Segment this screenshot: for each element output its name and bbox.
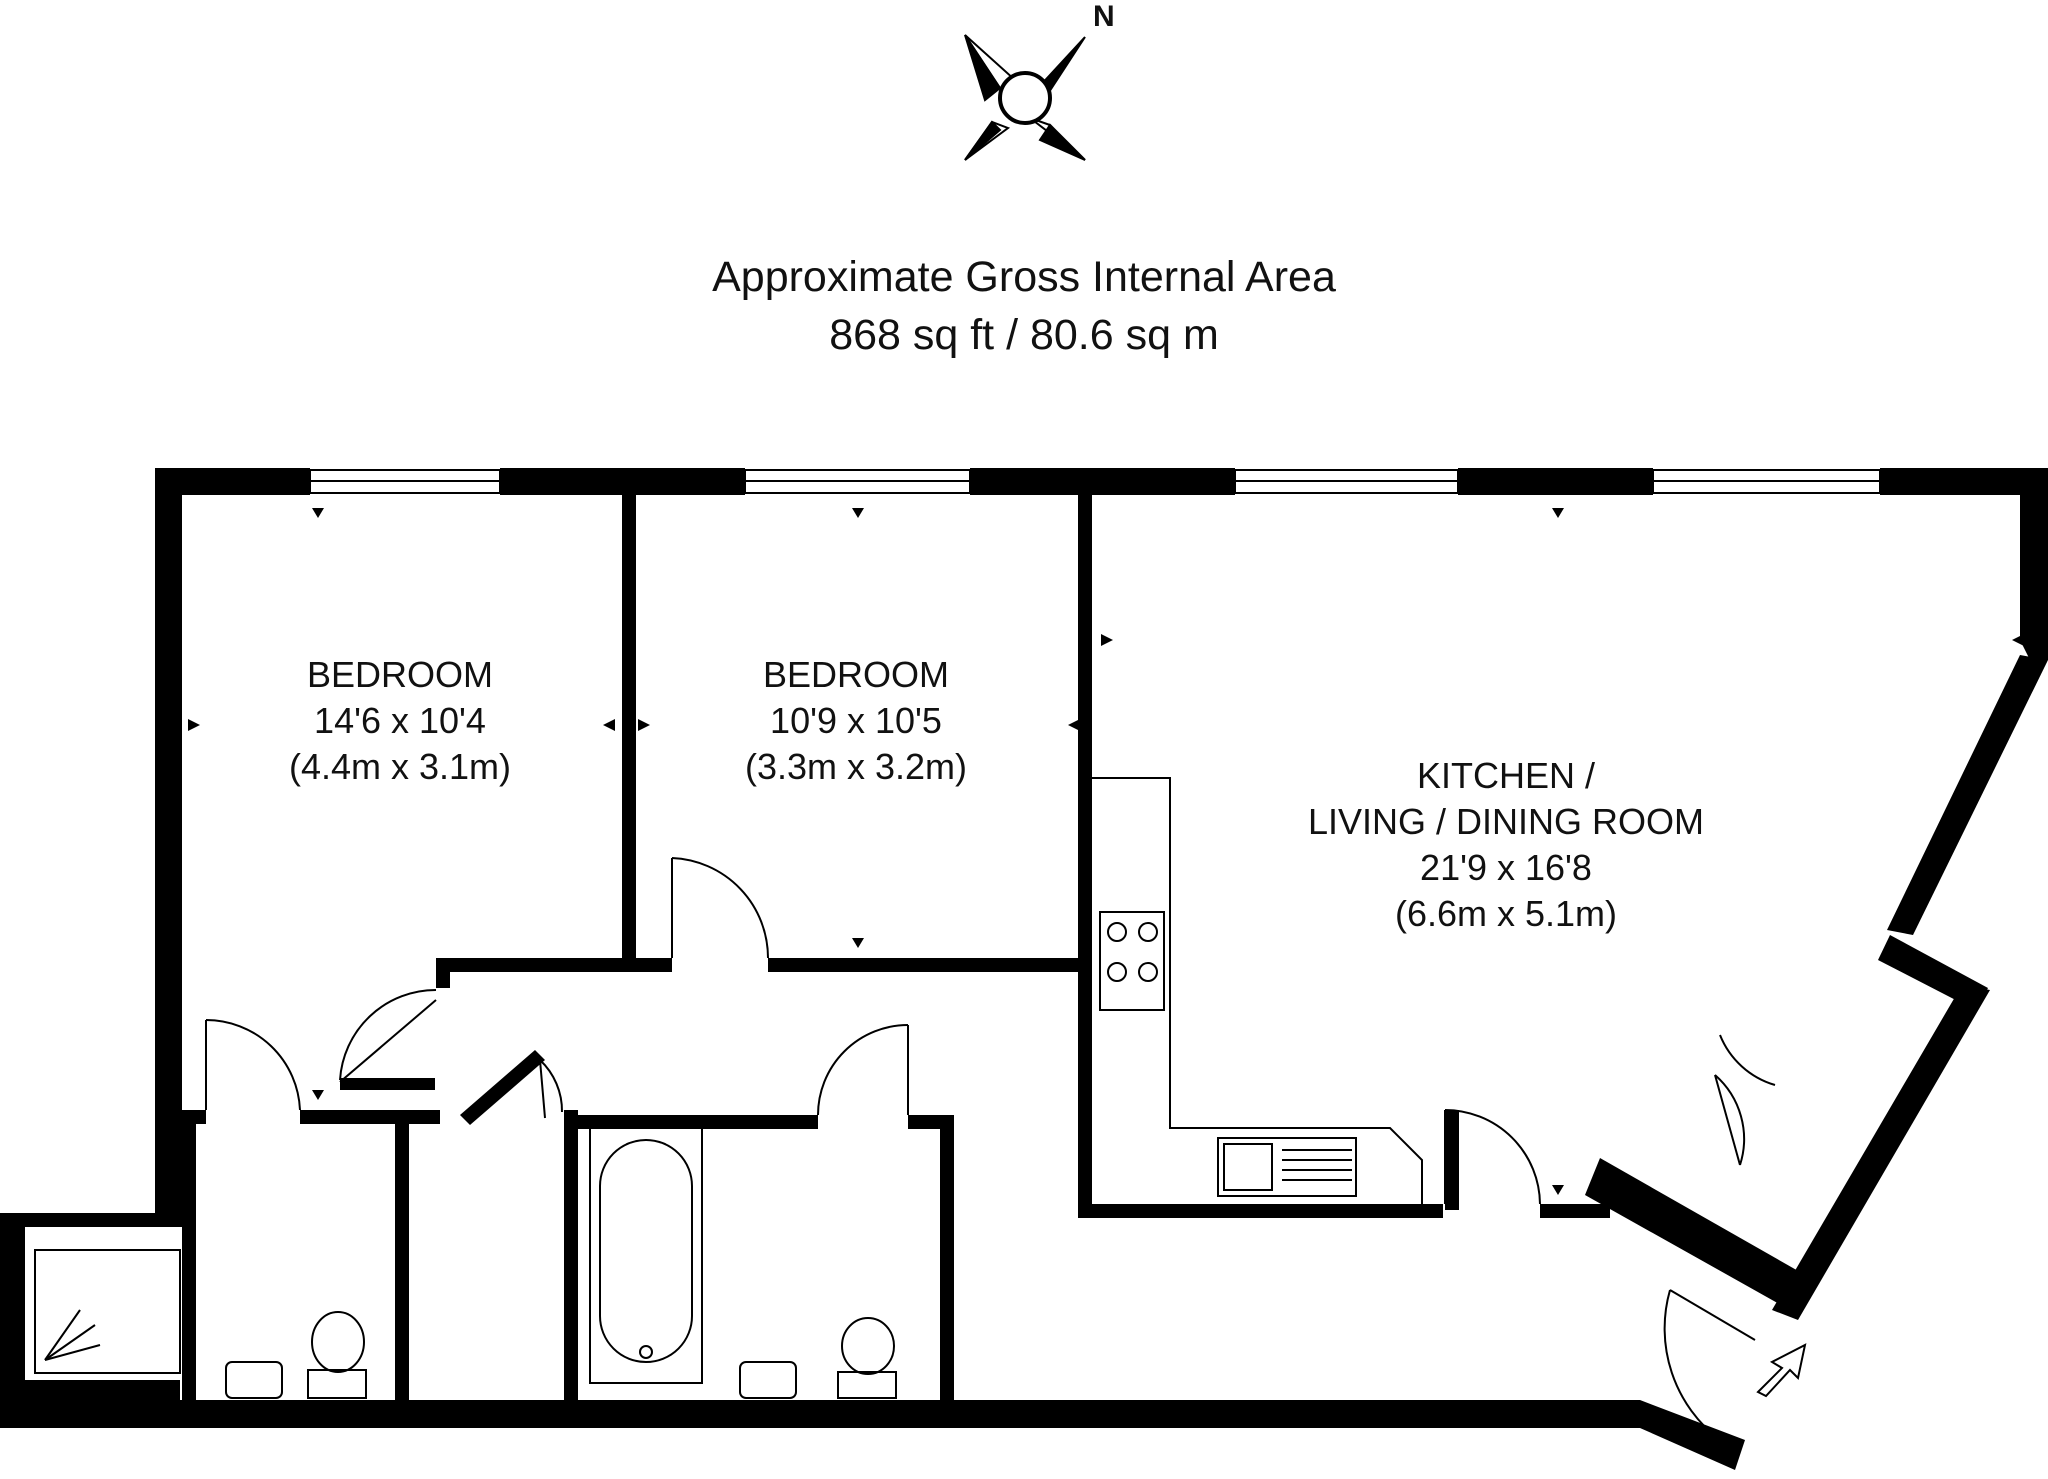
room-metric: (4.4m x 3.1m): [288, 746, 512, 787]
room-label-bedroom-2: BEDROOM 10'9 x 10'5 (3.3m x 3.2m): [636, 652, 1076, 790]
area-value: 868 sq ft / 80.6 sq m: [829, 311, 1219, 359]
entrance-arrow-icon: [1756, 1343, 1807, 1398]
kitchen-counter: [1092, 777, 1423, 1204]
exterior-walls: [0, 468, 2048, 1470]
doors: [205, 857, 1776, 1441]
room-metric: (6.6m x 5.1m): [1394, 893, 1618, 934]
toilet-icon: [307, 1311, 897, 1399]
interior-walls: [182, 495, 1610, 1405]
compass-rose-icon: [964, 34, 1086, 161]
compass-north-label: N: [1093, 0, 1115, 33]
area-caption: Approximate Gross Internal Area 868 sq f…: [574, 248, 1474, 364]
room-name: BEDROOM: [762, 654, 949, 695]
room-imperial: 10'9 x 10'5: [770, 700, 942, 741]
hob-icon: [1099, 911, 1165, 1011]
room-imperial: 14'6 x 10'4: [314, 700, 486, 741]
area-title: Approximate Gross Internal Area: [712, 253, 1336, 301]
room-label-bedroom-1: BEDROOM 14'6 x 10'4 (4.4m x 3.1m): [180, 652, 620, 790]
basin-icon: [225, 1361, 797, 1399]
bathtub-icon: [589, 1127, 703, 1384]
room-name-line2: LIVING / DINING ROOM: [1307, 801, 1705, 842]
room-label-kitchen-living: KITCHEN / LIVING / DINING ROOM 21'9 x 16…: [1286, 753, 1726, 937]
room-imperial: 21'9 x 16'8: [1420, 847, 1592, 888]
windows: [309, 469, 1881, 494]
room-metric: (3.3m x 3.2m): [744, 746, 968, 787]
room-name: BEDROOM: [306, 654, 493, 695]
shower-icon: [34, 1249, 181, 1374]
sink-icon: [1217, 1137, 1357, 1197]
room-name-line1: KITCHEN /: [1416, 755, 1595, 796]
dimension-markers: [188, 508, 2024, 1195]
